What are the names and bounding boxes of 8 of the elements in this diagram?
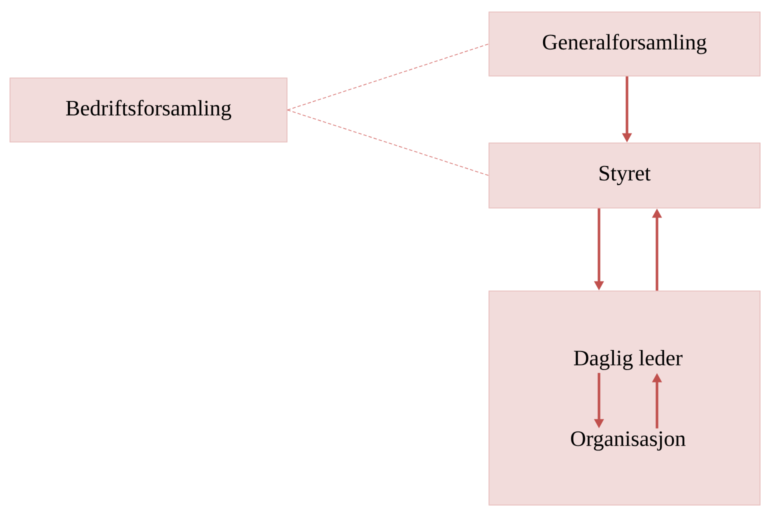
- dashed-line: [287, 44, 489, 110]
- label-text: Organisasjon: [571, 431, 686, 451]
- label-text: Daglig leder: [574, 350, 682, 370]
- box: Generalforsamling: [488, 12, 760, 76]
- dashed-line: [287, 110, 489, 176]
- box: Styret: [488, 142, 760, 208]
- box: Bedriftsforsamling: [10, 78, 288, 142]
- container-box: [488, 290, 760, 506]
